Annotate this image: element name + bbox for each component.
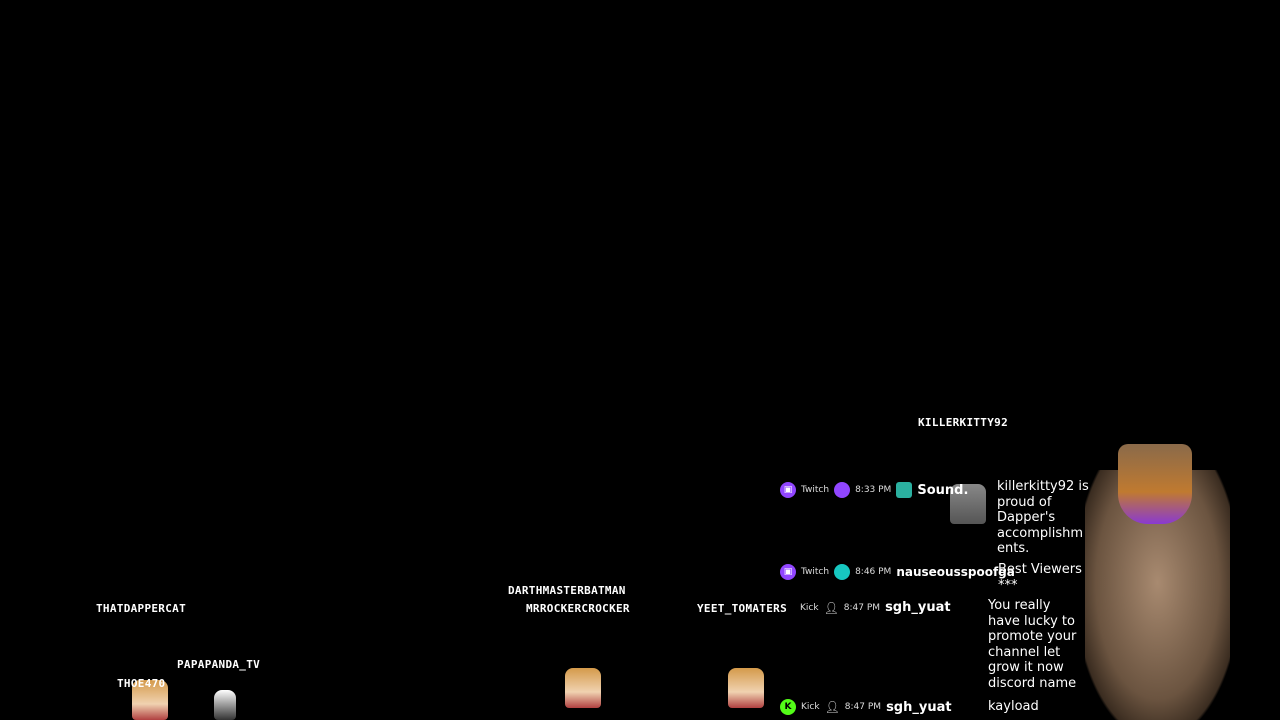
- grey-cat-avatar-sprite: [950, 484, 986, 524]
- chat-text: Best Viewers ***: [998, 562, 1082, 593]
- avatar-name: DARTHMASTERBATMAN: [508, 584, 626, 597]
- timestamp: 8:47 PM: [844, 702, 882, 712]
- platform-label: Twitch: [801, 485, 830, 495]
- steampunk-hat: [1118, 444, 1192, 524]
- platform-label: Kick: [801, 702, 820, 712]
- chat-message: K Kick 👤︎ 8:47 PM sgh_yuat: [780, 699, 952, 715]
- avatar-name: THOE470: [117, 677, 166, 690]
- twitch-icon: ▣: [780, 564, 796, 580]
- avatar-name: YEET_TOMATERS: [697, 602, 787, 615]
- bot-badge-icon: [896, 482, 913, 498]
- cat-avatar-sprite: [565, 668, 601, 708]
- user-icon: 👤︎: [824, 700, 840, 714]
- avatar-name: KILLERKITTY92: [918, 416, 1008, 429]
- platform-label: Kick: [800, 602, 819, 613]
- chat-message: ▣ Twitch 8:33 PM Sound.: [780, 482, 968, 498]
- badge-icon: [834, 482, 851, 498]
- avatar-name: PAPAPANDA_TV: [177, 658, 261, 671]
- cat-avatar-sprite: [132, 680, 168, 720]
- twitch-icon: ▣: [780, 482, 796, 498]
- user-icon: [834, 564, 851, 580]
- kick-icon: K: [780, 699, 796, 715]
- chat-username: nauseousspoofga: [896, 565, 1015, 579]
- timestamp: 8:47 PM: [843, 602, 881, 613]
- chat-message: ▣ Twitch 8:46 PM nauseousspoofga: [780, 564, 1015, 580]
- cat-avatar-sprite: [728, 668, 764, 708]
- avatar-name: MRROCKERCROCKER: [526, 602, 630, 615]
- chat-text: You really have lucky to promote your ch…: [988, 598, 1077, 691]
- platform-label: Twitch: [801, 567, 830, 577]
- user-icon: 👤︎: [823, 600, 839, 615]
- avatar-name: THATDAPPERCAT: [96, 602, 186, 615]
- chat-username: Sound.: [917, 482, 969, 498]
- timestamp: 8:46 PM: [855, 567, 892, 577]
- timestamp: 8:33 PM: [855, 485, 892, 495]
- panda-avatar-sprite: [214, 690, 236, 720]
- chat-username: sgh_yuat: [885, 600, 951, 615]
- chat-username: sgh_yuat: [886, 699, 952, 715]
- chat-text: killerkitty92 is proud of Dapper's accom…: [997, 479, 1089, 556]
- chat-message: Kick 👤︎ 8:47 PM sgh_yuat: [800, 600, 951, 615]
- chat-text: kayload: [988, 699, 1039, 714]
